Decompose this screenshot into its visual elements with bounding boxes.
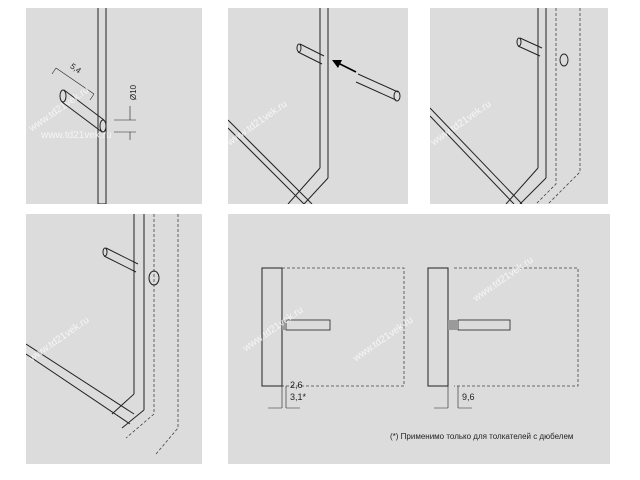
- step-5-drawing: [261, 267, 579, 409]
- svg-text:www.td21vek.ru: www.td21vek.ru: [40, 130, 112, 141]
- step-4-drawing: [26, 214, 179, 455]
- footnote: (*) Применимо только для толкателей с дю…: [390, 432, 574, 441]
- step-2-insert-panel: www.td21vek.ru: [228, 8, 408, 204]
- dimension-label-9-6: 9,6: [462, 392, 475, 402]
- step-3-drawing: [430, 8, 581, 204]
- step-1-drawing: www.td21vek.ru: [40, 8, 136, 204]
- dimension-label-2-6: 2,6: [290, 380, 303, 390]
- dimension-label-3-1: 3,1*: [290, 392, 307, 402]
- step-1-dimensions-panel: www.td21vek.ru 5,4 Ø10 www.td21vek.ru: [26, 8, 202, 204]
- step-5-section-panel: 2,6 3,1* 9,6 (*) Применимо только для то…: [228, 214, 610, 464]
- step-4-perspective-panel: www.td21vek.ru: [26, 214, 202, 464]
- diameter-dimension-label: Ø10: [129, 84, 139, 101]
- step-3-installed-panel: www.td21vek.ru: [430, 8, 608, 204]
- step-2-drawing: [228, 8, 401, 204]
